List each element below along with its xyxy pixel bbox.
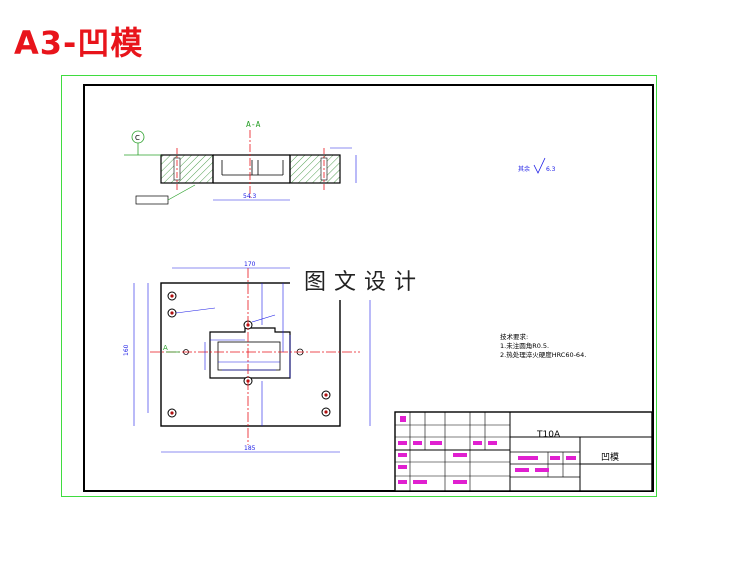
- notes-line-2: 2.热处理淬火硬度HRC60-64.: [500, 351, 587, 359]
- title-block: [394, 411, 653, 492]
- die-cavity: [209, 327, 291, 379]
- material-label: T10A: [537, 430, 561, 440]
- overall-height-dim: 160: [123, 344, 130, 356]
- roughness-note-text: 其余: [518, 166, 531, 173]
- notes-heading: 技术要求:: [500, 333, 529, 341]
- section-bore-dim: 54.3: [243, 193, 257, 200]
- notes-line-1: 1.未注圆角R0.5.: [500, 342, 550, 350]
- part-name-label: 凹模: [601, 453, 620, 463]
- section-label: A-A: [246, 120, 261, 129]
- roughness-value: 6.3: [545, 166, 556, 173]
- drawing-border: [83, 84, 654, 492]
- roughness-icon: [533, 157, 546, 174]
- technical-notes: 技术要求: 1.未注圆角R0.5. 2.热处理淬火硬度HRC60-64.: [500, 333, 586, 360]
- sheet-outer-frame: [61, 75, 657, 497]
- section-hatch-right: [289, 154, 341, 184]
- datum-label: C: [135, 134, 140, 142]
- bottom-width-dim: 185: [244, 445, 256, 452]
- watermark: 图文设计: [290, 265, 438, 300]
- tolerance-frame: [135, 195, 169, 205]
- roughness-note: 其余 6.3: [518, 164, 555, 173]
- section-hatch-left: [160, 154, 214, 184]
- plate-outline: [160, 282, 341, 427]
- section-arrow-label: A: [163, 344, 168, 352]
- page-title: A3-凹模: [14, 24, 144, 62]
- top-width-dim: 170: [244, 261, 256, 268]
- section-view: A-A C 54.3: [124, 120, 357, 205]
